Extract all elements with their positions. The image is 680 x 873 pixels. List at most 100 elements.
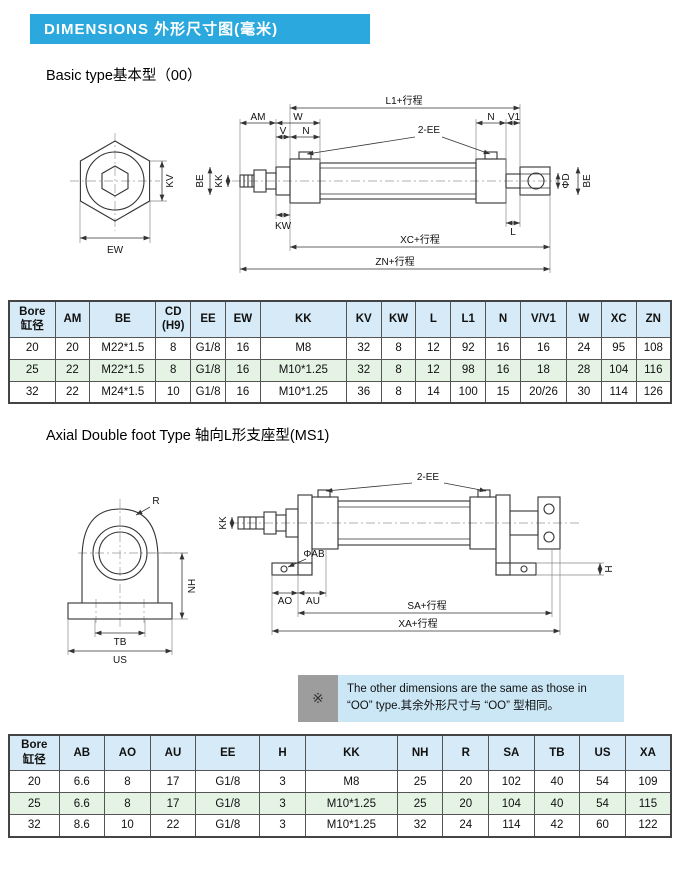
dim-label-n-left: N (302, 126, 309, 137)
table-cell: 22 (54, 380, 91, 404)
table-cell: 12 (415, 358, 452, 382)
table-cell: 8 (380, 336, 417, 360)
table-cell: 16 (224, 358, 261, 382)
table-cell: 17 (149, 792, 197, 815)
column-header: EE (190, 300, 226, 338)
column-header: Bore 缸径 (8, 734, 60, 771)
table-cell: G1/8 (195, 770, 261, 793)
column-header: EW (224, 300, 261, 338)
column-header: L1 (450, 300, 487, 338)
note-line1: The other dimensions are the same as tho… (347, 683, 587, 695)
dim-label-phi-ab: ΦAB (303, 549, 325, 560)
dim-label-r: R (152, 496, 159, 507)
drawing1-labels: AM W V N L1+行程 2-EE N V1 KV BE KK KW L Φ… (107, 94, 593, 268)
table-cell: M10*1.25 (304, 792, 398, 815)
table-cell: M22*1.5 (89, 336, 157, 360)
column-header: KV (345, 300, 382, 338)
dim-label-l1: L1+行程 (386, 94, 423, 107)
table-cell: 42 (533, 814, 581, 837)
table-cell: 32 (345, 358, 382, 382)
table-cell: 17 (149, 770, 197, 793)
table-cell: 24 (565, 336, 602, 360)
table-cell: 115 (624, 792, 672, 815)
note-symbol: ※ (298, 675, 338, 722)
table-cell: 25 (8, 792, 60, 815)
table-cell: 22 (149, 814, 197, 837)
section-title-axial: Axial Double foot Type 轴向L形支座型(MS1) (46, 428, 330, 444)
page-title: DIMENSIONS 外形尺寸图(毫米) (30, 14, 371, 44)
table-cell: 32 (8, 814, 60, 837)
table-cell: 25 (8, 358, 56, 382)
column-header: XC (600, 300, 637, 338)
basic-type-drawing: AM W V N L1+行程 2-EE N V1 KV BE KK KW L Φ… (70, 94, 593, 273)
column-header: SA (488, 734, 535, 771)
dim-label-kk: KK (218, 516, 229, 530)
dim-label-phi-d: ΦD (561, 173, 572, 188)
table-cell: 108 (635, 336, 672, 360)
dim-label-au: AU (306, 596, 320, 607)
dimension-lines (80, 105, 581, 272)
column-header: XA (624, 734, 672, 771)
column-header: AB (58, 734, 106, 771)
table-cell: 3 (259, 770, 306, 793)
table-cell: 40 (533, 770, 581, 793)
column-header: Bore 缸径 (8, 300, 56, 338)
note-line2: “OO” type.其余外形尺寸与 “OO” 型相同。 (347, 700, 560, 713)
section-title-basic: Basic type基本型（00） (46, 68, 202, 84)
column-header: NH (396, 734, 444, 771)
table-cell: 30 (565, 380, 602, 404)
table-cell: 40 (533, 792, 581, 815)
dim-label-kk: KK (214, 174, 225, 188)
dim-label-h: H (604, 565, 615, 572)
table-cell: 22 (54, 358, 91, 382)
table-cell: 104 (488, 792, 535, 815)
table-cell: 8 (380, 358, 417, 382)
column-header: L (415, 300, 452, 338)
table-cell: 20 (8, 770, 60, 793)
table-cell: 15 (485, 380, 521, 404)
dim-label-be-right: BE (582, 174, 593, 188)
table-cell: 20 (442, 792, 490, 815)
table-cell: 95 (600, 336, 637, 360)
dim-label-v: V (280, 126, 287, 137)
dimension-lines (68, 482, 603, 654)
axial-type-drawing: R KK NH TB US 2-EE ΦAB AO AU SA+行程 XA+行程… (67, 472, 615, 666)
cylinder-foot-side-view (237, 489, 561, 576)
table-cell: 28 (565, 358, 602, 382)
dim-label-nh: NH (187, 579, 198, 593)
table-cell: 104 (600, 358, 637, 382)
table-cell: G1/8 (190, 336, 226, 360)
table-cell: 20 (442, 770, 490, 793)
table-cell: 3 (259, 792, 306, 815)
column-header: BE (89, 300, 157, 338)
table-cell: 10 (104, 814, 151, 837)
table-cell: 116 (635, 358, 672, 382)
extension-lines (79, 104, 551, 273)
table-cell: M8 (304, 770, 398, 793)
table-cell: 122 (624, 814, 672, 837)
note-box: ※ The other dimensions are the same as t… (298, 675, 624, 722)
table-cell: 32 (8, 380, 56, 404)
column-header: H (259, 734, 306, 771)
dim-label-xa: XA+行程 (398, 617, 437, 630)
column-header: W (565, 300, 602, 338)
table-cell: M22*1.5 (89, 358, 157, 382)
column-header: US (579, 734, 626, 771)
table-cell: G1/8 (190, 380, 226, 404)
table-cell: 54 (579, 792, 626, 815)
column-header: AU (149, 734, 197, 771)
table-cell: 20/26 (519, 380, 567, 404)
dim-label-am: AM (251, 112, 266, 123)
dim-label-w: W (293, 112, 303, 123)
table-cell: M10*1.25 (259, 380, 347, 404)
table-cell: 16 (519, 336, 567, 360)
table-cell: 16 (224, 336, 261, 360)
table-cell: M8 (259, 336, 347, 360)
table-cell: 8 (155, 358, 192, 382)
dim-label-xc: XC+行程 (400, 233, 440, 246)
